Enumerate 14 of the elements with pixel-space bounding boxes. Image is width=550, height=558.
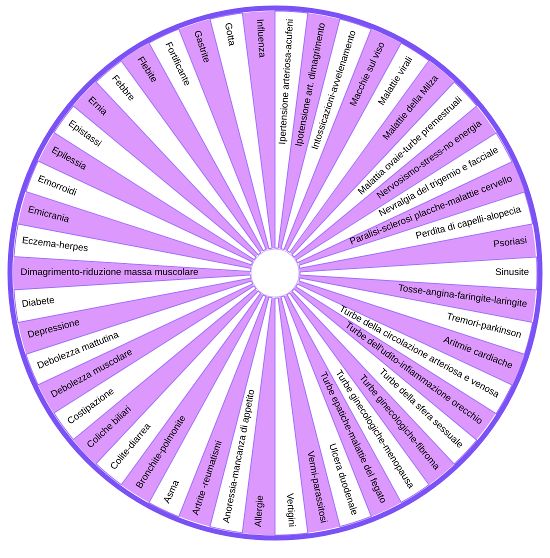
segment-label: Psoriasi (493, 236, 528, 250)
segment-label: Vertigini (284, 492, 296, 528)
wheel-segment (210, 13, 272, 249)
segment-label: Dimagrimento-riduzione massa muscolare (20, 268, 198, 278)
segment-label: Influenza (254, 18, 266, 58)
segment-label: Sinusite (496, 268, 530, 278)
segment-label: Ipertensione arteriosa-acufeni (278, 18, 296, 145)
segment-label: Allergie (254, 495, 266, 528)
segment-label: Gotta (222, 22, 237, 47)
segment-label: Gastrite (192, 29, 212, 64)
segment-label: Eczema-herpes (22, 236, 90, 254)
wheel-segment (275, 298, 308, 535)
segment-label: Diabete (22, 296, 56, 310)
wheel-segment (242, 11, 275, 248)
